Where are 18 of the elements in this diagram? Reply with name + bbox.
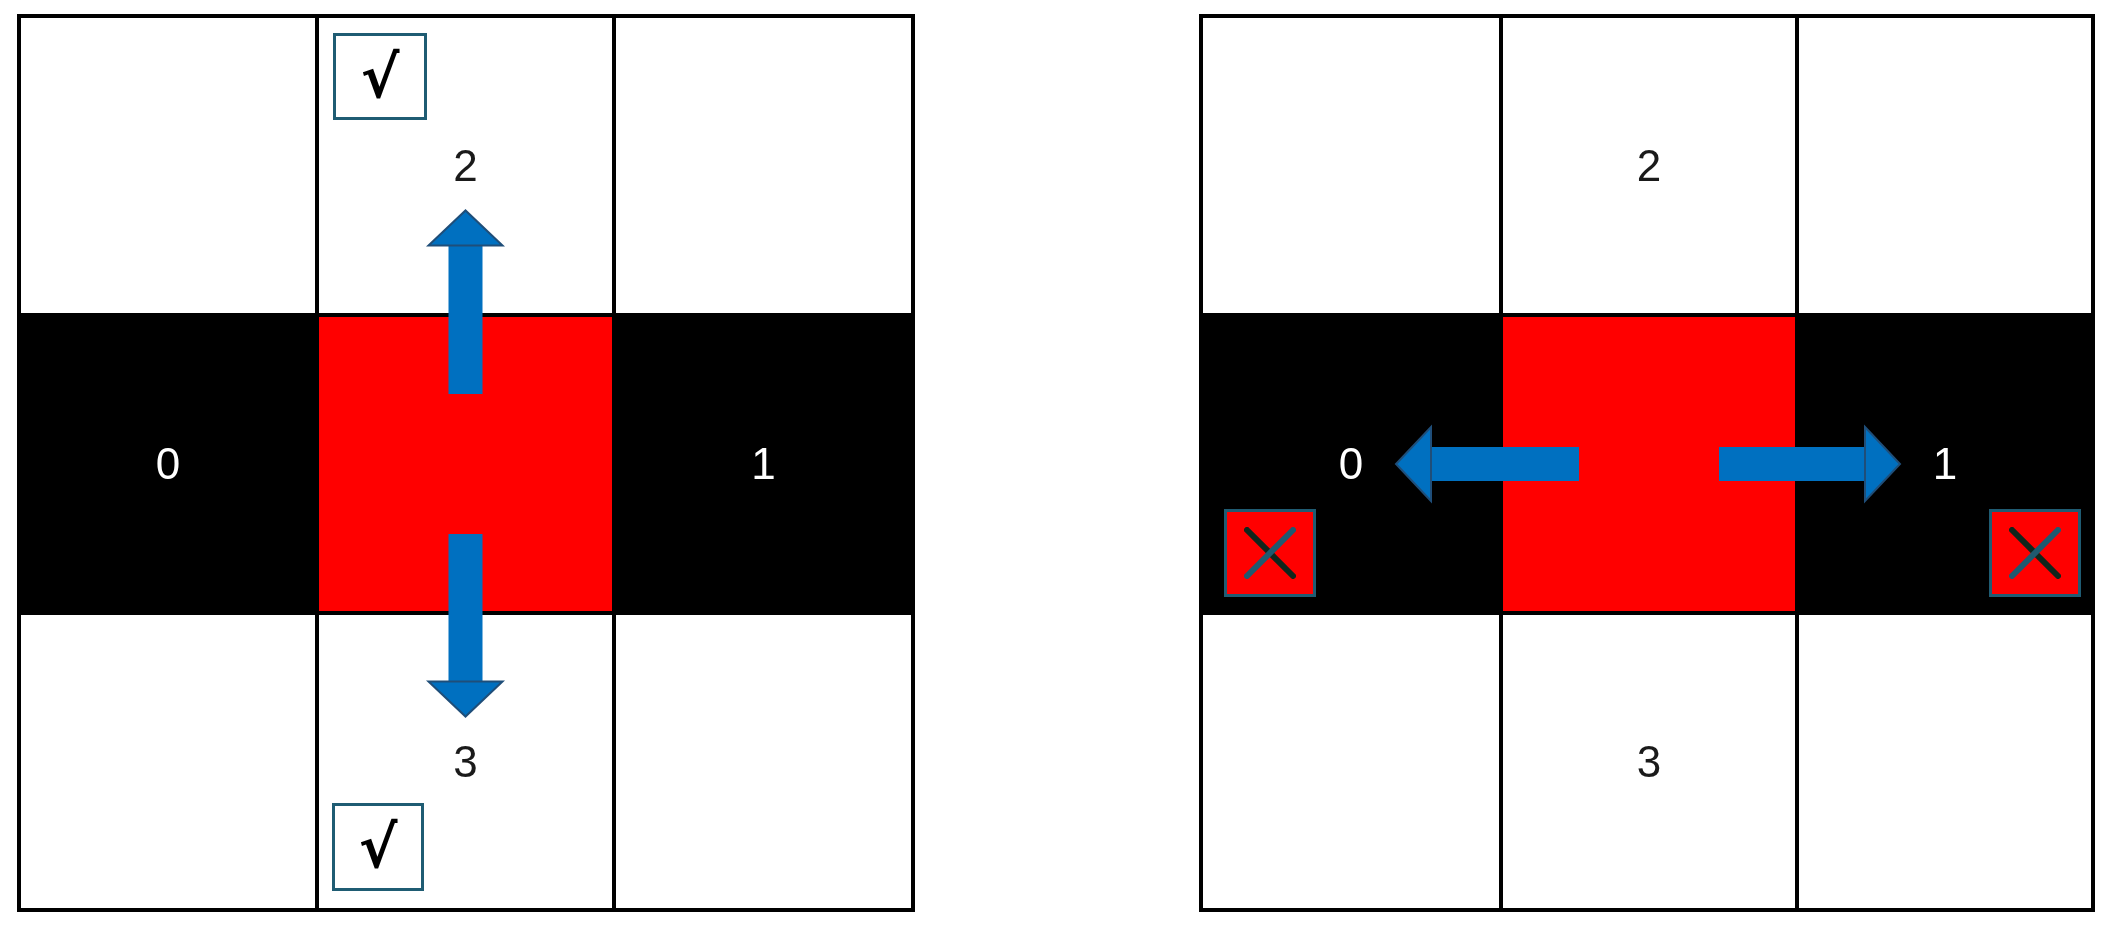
arrow: [1719, 426, 1901, 502]
arrow: [1395, 426, 1579, 502]
cell-number: 1: [751, 442, 776, 486]
check-mark: √: [358, 818, 398, 876]
check-mark-box: [333, 33, 427, 120]
cell-number: 0: [155, 442, 181, 486]
cell-number: 0: [1338, 442, 1364, 486]
cell-number: 3: [453, 739, 478, 784]
cell-number: 2: [453, 143, 478, 188]
cell-number: 1: [1932, 442, 1958, 486]
arrow: [427, 534, 504, 718]
cross-mark-box: [1224, 509, 1316, 597]
cell-number: 2: [1636, 143, 1662, 188]
check-mark: √: [360, 47, 400, 106]
arrow: [427, 209, 504, 394]
cell-number: 3: [1636, 739, 1662, 784]
cross-mark-box: [1989, 509, 2081, 597]
check-mark-box: [332, 803, 424, 891]
